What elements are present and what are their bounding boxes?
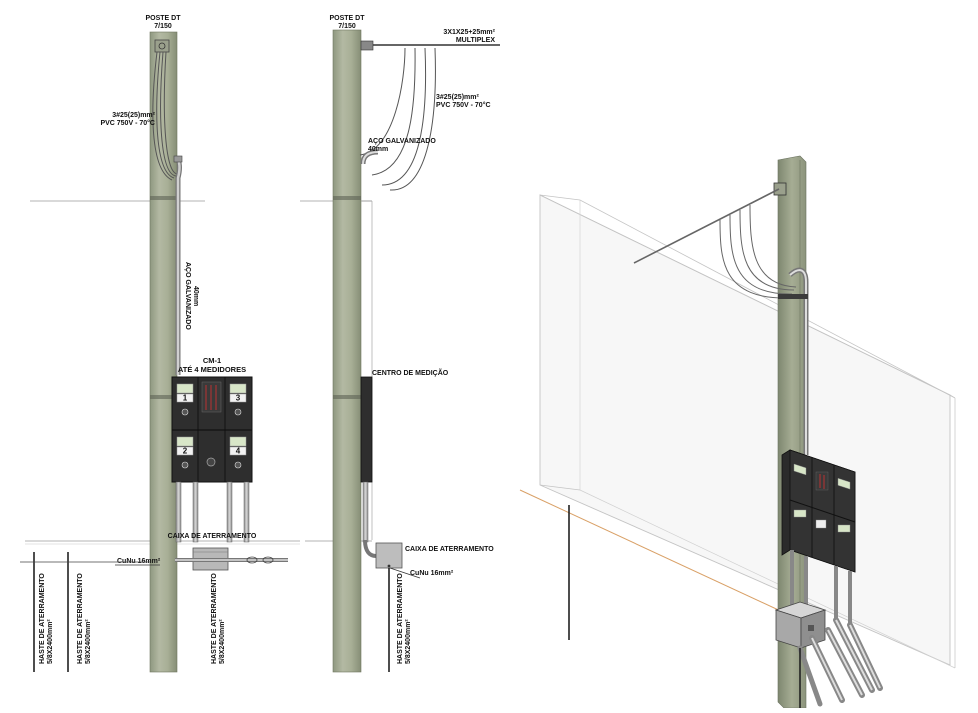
ground-rod-label: HASTE DE ATERRAMENTO bbox=[211, 573, 218, 664]
meter-box-label: ATÉ 4 MEDIDORES bbox=[178, 365, 246, 374]
cable-label: PVC 750V - 70°C bbox=[436, 101, 491, 109]
cable bbox=[163, 51, 179, 175]
pole-clamp bbox=[773, 182, 787, 196]
clamp-bolt-icon bbox=[158, 42, 166, 50]
concrete-pole bbox=[149, 31, 178, 673]
ground-box-3d bbox=[774, 601, 827, 649]
pole-strap bbox=[333, 196, 361, 200]
ground-wire-label: CuNu 16mm² bbox=[410, 570, 454, 577]
conduit-label: AÇO GALVANIZADO bbox=[368, 138, 436, 145]
meter-number: 4 bbox=[236, 447, 241, 456]
meter-number: 3 bbox=[236, 394, 241, 403]
ground-box bbox=[375, 542, 403, 569]
steel-conduit bbox=[789, 269, 807, 455]
multiplex-label: MULTIPLEX bbox=[456, 37, 495, 44]
isometric-view bbox=[519, 155, 956, 709]
meter-2: 2 bbox=[176, 436, 194, 469]
meter-center-side bbox=[360, 376, 373, 483]
ground-rod-label: 5/8X2400mm² bbox=[219, 619, 226, 664]
lower-conduits bbox=[175, 481, 250, 543]
ground-reference-line bbox=[519, 489, 801, 621]
meter-1: 1 bbox=[176, 383, 194, 416]
front-view: POSTE DT 7/150 3#25(25)mm² PVC 750V - 70… bbox=[20, 15, 300, 673]
ground-rod-label: HASTE DE ATERRAMENTO bbox=[397, 573, 404, 664]
cable-loop-icon bbox=[246, 556, 258, 564]
cable-loop-icon bbox=[262, 556, 274, 564]
cable bbox=[381, 47, 427, 186]
meter-number: 2 bbox=[183, 447, 188, 456]
side-view: POSTE DT 7/150 3X1X25+25mm² MULTIPLEX 3#… bbox=[300, 15, 500, 673]
pole-strap bbox=[150, 395, 177, 399]
cable bbox=[371, 47, 416, 176]
ground-rod-label: 5/8X2400mm² bbox=[405, 619, 412, 664]
meter-box-3d bbox=[781, 449, 856, 573]
steel-conduit bbox=[362, 151, 379, 165]
meter-lock-icon bbox=[234, 461, 242, 469]
meter-center-label: CENTRO DE MEDIÇÃO bbox=[372, 368, 449, 377]
cable-clamp bbox=[360, 40, 374, 51]
meter-number: 1 bbox=[183, 394, 188, 403]
conduit-label: AÇO GALVANIZADO bbox=[184, 262, 191, 330]
pole-label: POSTE DT bbox=[145, 15, 181, 22]
meter-box-cm1: 1 3 2 4 bbox=[171, 376, 253, 483]
meter-box-label: CM-1 bbox=[203, 356, 221, 365]
cable bbox=[156, 51, 175, 179]
pole-strap bbox=[150, 196, 177, 200]
ground-box-label: CAIXA DE ATERRAMENTO bbox=[405, 546, 494, 553]
pole-label: 7/150 bbox=[338, 23, 356, 30]
cable-label: 3#25(25)mm² bbox=[112, 112, 155, 119]
pole-strap bbox=[333, 395, 361, 399]
ground-wire-label: CuNu 16mm² bbox=[117, 558, 161, 565]
pole-label: POSTE DT bbox=[329, 15, 365, 22]
conduit-label: 40mm bbox=[192, 286, 199, 306]
ground-rod-label: HASTE DE ATERRAMENTO bbox=[77, 573, 84, 664]
multiplex-cable bbox=[633, 188, 780, 264]
lower-conduits-3d bbox=[790, 550, 852, 625]
multiplex-label: 3X1X25+25mm² bbox=[443, 29, 495, 36]
ground-rod-label: HASTE DE ATERRAMENTO bbox=[39, 573, 46, 664]
outgoing-pipes-3d bbox=[797, 617, 883, 707]
ground-rod-label: 5/8X2400mm² bbox=[47, 619, 54, 664]
cable-label: PVC 750V - 70°C bbox=[100, 119, 155, 127]
pole-label: 7/150 bbox=[154, 23, 172, 30]
ground-rod-label: 5/8X2400mm² bbox=[85, 619, 92, 664]
cable bbox=[152, 51, 173, 181]
lock-icon bbox=[206, 457, 216, 467]
ground-wire-lead bbox=[389, 567, 421, 579]
conduit-label: 40mm bbox=[368, 146, 388, 153]
meter-3: 3 bbox=[229, 383, 247, 416]
meter-lock-icon bbox=[181, 408, 189, 416]
pole-clamp bbox=[154, 39, 170, 53]
meter-4: 4 bbox=[229, 436, 247, 469]
pole-strap bbox=[778, 294, 808, 299]
cable bbox=[160, 51, 177, 177]
lower-conduit bbox=[362, 481, 369, 543]
cable-label: 3#25(25)mm² bbox=[436, 94, 479, 101]
cable bbox=[389, 47, 436, 191]
meter-lock-icon bbox=[234, 408, 242, 416]
ground-box-label: CAIXA DE ATERRAMENTO bbox=[168, 533, 257, 540]
concrete-pole bbox=[332, 29, 362, 673]
meter-lock-icon bbox=[181, 461, 189, 469]
conduit-head bbox=[173, 155, 183, 163]
